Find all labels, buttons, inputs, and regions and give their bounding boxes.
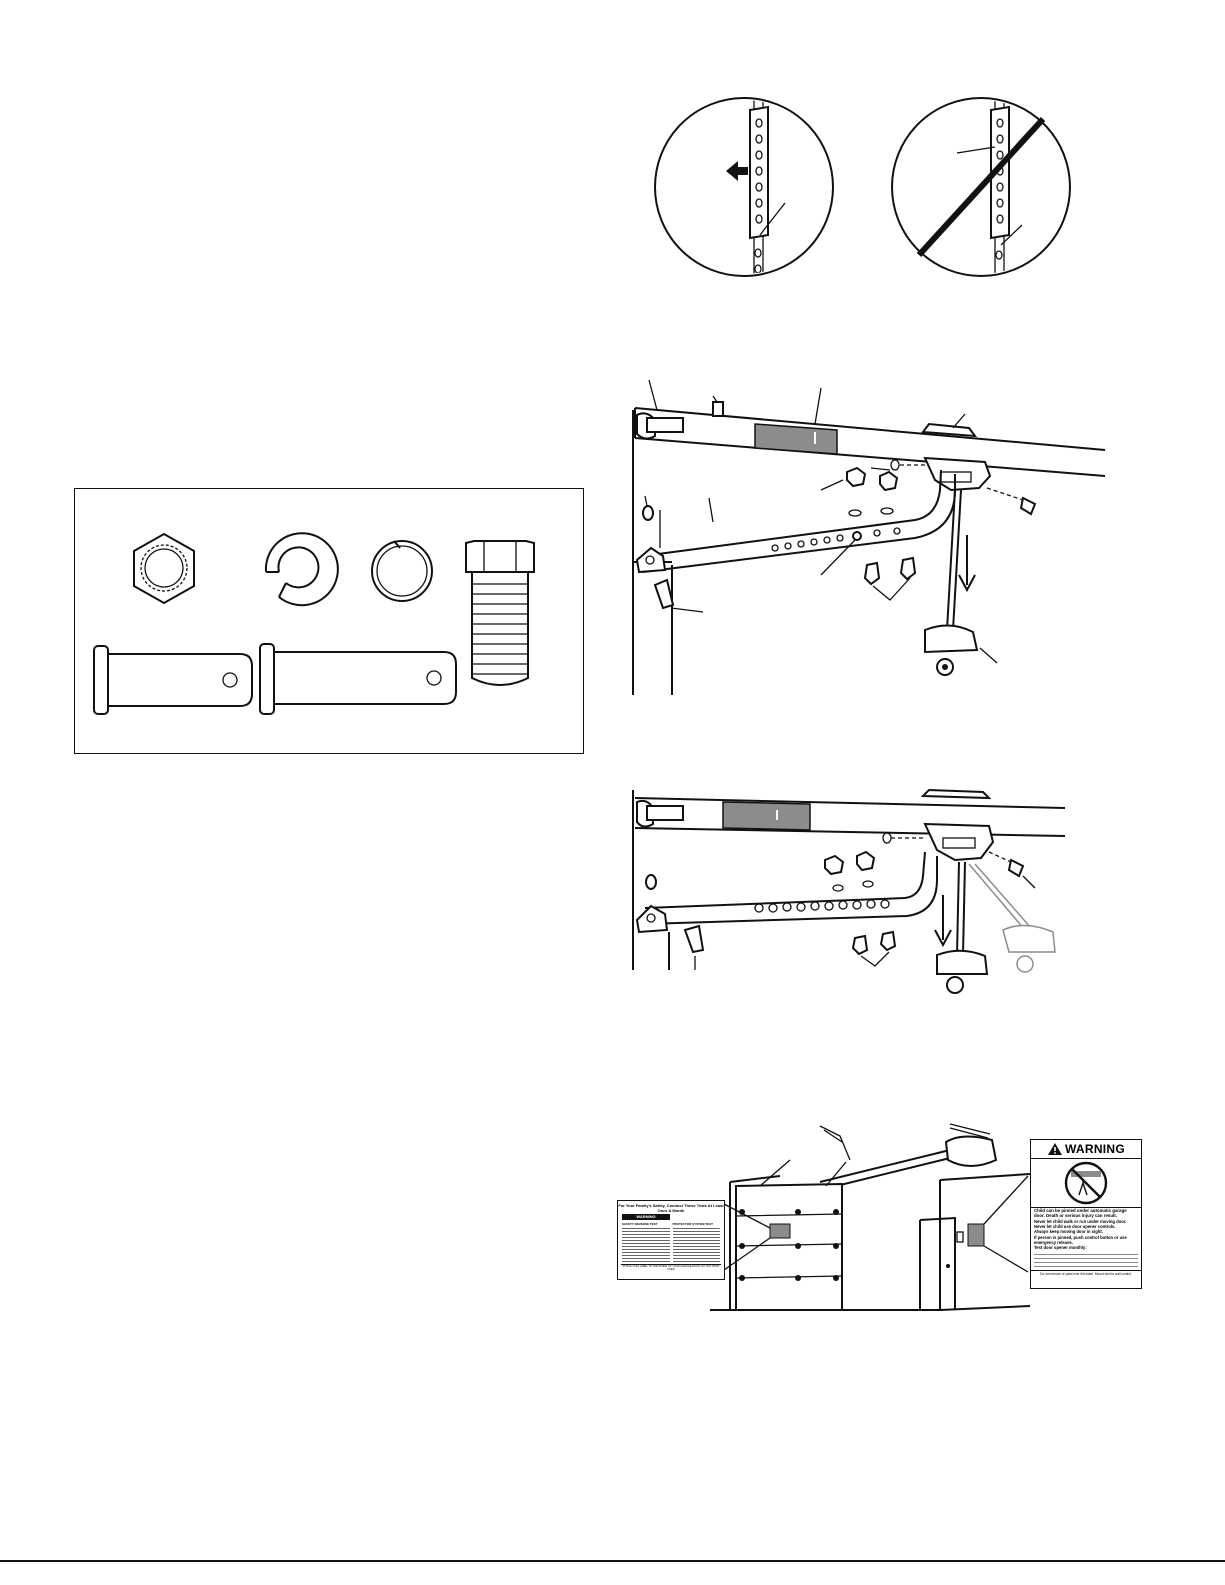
warning-bullet: If person is pinned, push control button…	[1034, 1234, 1127, 1245]
figure-garage-warning-labels	[710, 1123, 1031, 1311]
hardware-box	[74, 488, 584, 754]
warning-bullets: Never let child walk or run under moving…	[1031, 1218, 1141, 1270]
hardware-illustrations	[93, 532, 535, 715]
warning-triangle-icon	[1047, 1143, 1062, 1155]
placard-section-b: PROTECTOR SYSTEM TEST	[672, 1222, 713, 1226]
placard-badge: WARNING	[622, 1214, 670, 1220]
hex-nut-icon	[133, 532, 195, 605]
safety-test-placard: For Your Family's Safety, Conduct These …	[617, 1200, 725, 1280]
entrapment-warning-sign: WARNING Child can be pinned under automa…	[1030, 1139, 1142, 1289]
arrow-left-icon	[726, 161, 748, 181]
trolley	[923, 456, 992, 492]
warning-footer: Do not remove or paint over this label. …	[1031, 1270, 1141, 1277]
ring-fastener-icon	[371, 540, 433, 602]
figure-arm-connection	[632, 788, 1066, 994]
door-label-marker	[769, 1223, 791, 1239]
wall-label-marker	[967, 1223, 985, 1247]
figure-door-arm-assembly	[632, 379, 1106, 695]
warning-bullet: Test door opener monthly:	[1034, 1245, 1087, 1251]
clevis-pin-long-icon	[259, 643, 457, 715]
figure-bracket-orientation	[654, 97, 1071, 277]
warning-bullet: Never let child use door opener controls…	[1034, 1224, 1116, 1230]
warning-header: WARNING	[1064, 1142, 1126, 1156]
placard-section-a: SAFETY REVERSE TEST	[622, 1222, 658, 1226]
release-handle	[924, 624, 979, 654]
placard-footer: ATTACH THIS LABEL TO THE INSIDE OF YOUR …	[621, 1264, 721, 1271]
lock-washer-icon	[264, 532, 339, 607]
hex-bolt-icon	[465, 540, 535, 686]
opener-motor	[944, 1135, 998, 1167]
rail-clamp	[754, 423, 838, 455]
warning-headline: Child can be pinned under automatic gara…	[1031, 1207, 1141, 1218]
clevis-pin-short-icon	[93, 645, 253, 715]
warning-bullet: Always keep moving door in sight.	[1034, 1229, 1103, 1235]
no-child-under-door-icon	[1064, 1161, 1108, 1205]
arm-holes	[771, 527, 901, 552]
warning-bullet: Never let child walk or run under moving…	[1034, 1219, 1127, 1224]
incorrect-orientation-circle	[891, 97, 1071, 277]
bracket-holes	[754, 118, 763, 274]
page-bottom-rule	[0, 1560, 1225, 1562]
prohibited-slash-icon	[916, 116, 1046, 258]
correct-orientation-circle	[654, 97, 834, 277]
arm-holes	[754, 899, 890, 913]
placard-title: For Your Family's Safety, Conduct These …	[618, 1203, 724, 1213]
